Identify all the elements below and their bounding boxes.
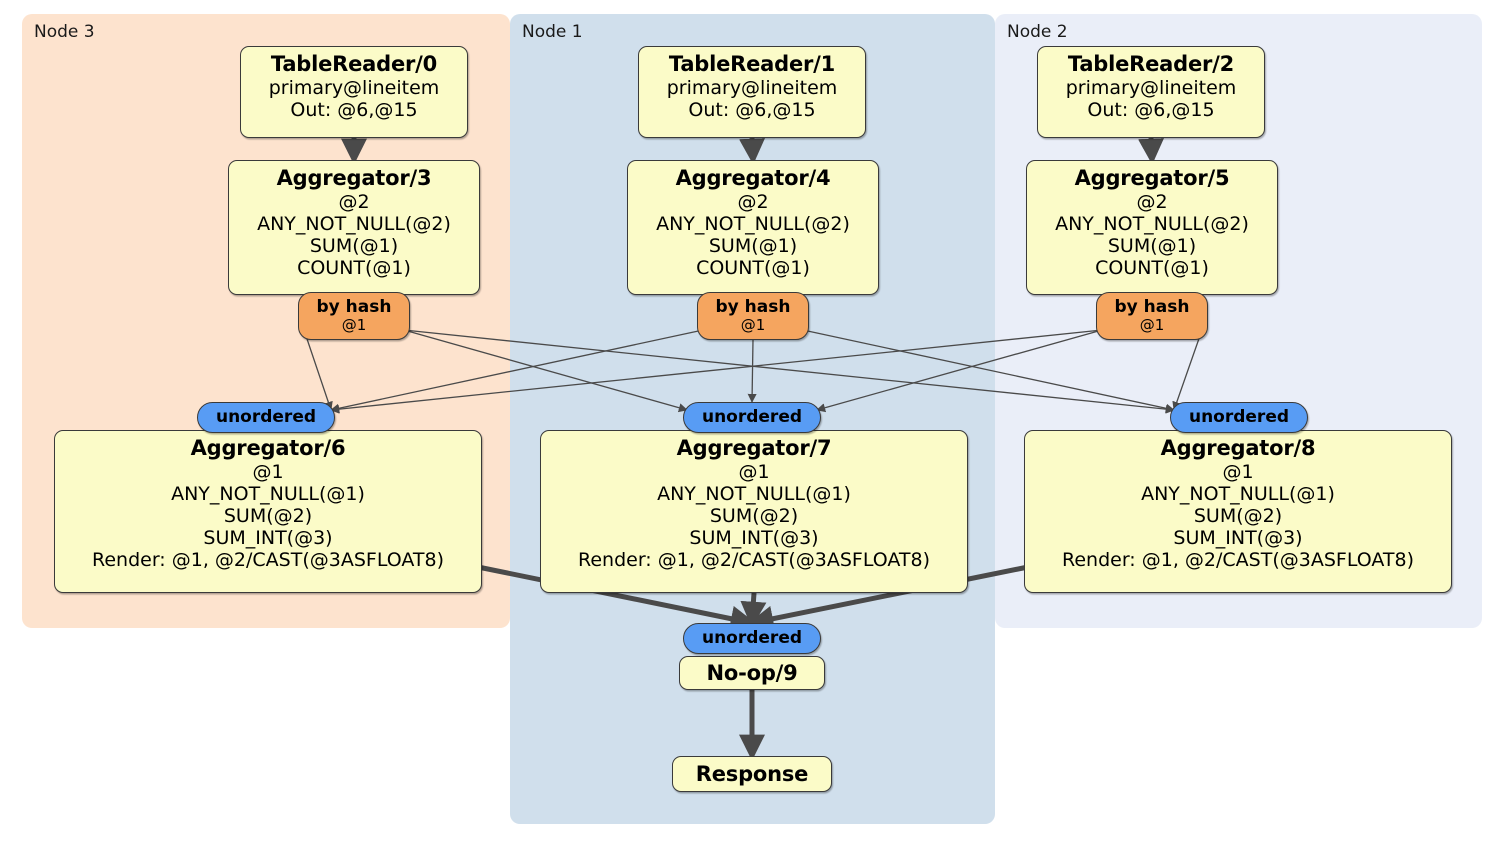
processor-title: TableReader/2	[1067, 52, 1235, 76]
processor-noop9[interactable]: No-op/9	[679, 656, 825, 690]
hash-router-hash4[interactable]: by hash@1	[697, 292, 809, 340]
processor-detail-line: ANY_NOT_NULL(@1)	[1141, 482, 1335, 505]
router-subtitle: @1	[1139, 316, 1165, 335]
processor-detail-line: ANY_NOT_NULL(@1)	[657, 482, 851, 505]
processor-title: TableReader/0	[270, 52, 438, 76]
processor-detail-line: SUM(@1)	[309, 235, 399, 257]
router-title: unordered	[701, 627, 803, 648]
processor-detail-line: Render: @1, @2/CAST(@3ASFLOAT8)	[578, 549, 930, 572]
router-title: by hash	[316, 297, 392, 318]
unordered-synchronizer-sync7[interactable]: unordered	[683, 402, 821, 433]
processor-response[interactable]: Response	[672, 756, 832, 792]
router-subtitle: @1	[740, 316, 766, 335]
hash-router-hash5[interactable]: by hash@1	[1096, 292, 1208, 340]
processor-title: Aggregator/8	[1160, 436, 1316, 460]
processor-title: Aggregator/7	[676, 436, 832, 460]
processor-detail-line: Out: @6,@15	[688, 98, 816, 121]
router-title: by hash	[715, 297, 791, 318]
processor-detail-line: @1	[252, 460, 284, 483]
processor-title: Aggregator/4	[675, 166, 831, 190]
processor-detail-line: Out: @6,@15	[290, 98, 418, 121]
processor-detail-line: COUNT(@1)	[297, 257, 411, 280]
processor-detail-line: SUM_INT(@3)	[689, 527, 819, 550]
processor-title: No-op/9	[706, 660, 798, 685]
node-region-label-node2: Node 2	[1007, 22, 1068, 42]
processor-detail-line: SUM(@2)	[223, 505, 313, 527]
processor-title: Response	[695, 761, 809, 786]
processor-title: TableReader/1	[668, 52, 836, 76]
router-subtitle: @1	[341, 316, 367, 335]
processor-detail-line: ANY_NOT_NULL(@2)	[1055, 212, 1249, 235]
processor-detail-line: ANY_NOT_NULL(@2)	[656, 212, 850, 235]
processor-detail-line: @2	[338, 190, 370, 213]
processor-detail-line: @1	[1222, 460, 1254, 483]
unordered-synchronizer-sync9[interactable]: unordered	[683, 623, 821, 654]
processor-title: Aggregator/6	[190, 436, 346, 460]
processor-detail-line: ANY_NOT_NULL(@2)	[257, 212, 451, 235]
processor-detail-line: ANY_NOT_NULL(@1)	[171, 482, 365, 505]
node-region-label-node3: Node 3	[34, 22, 95, 42]
processor-detail-line: SUM(@1)	[708, 235, 798, 257]
processor-detail-line: Render: @1, @2/CAST(@3ASFLOAT8)	[1062, 549, 1414, 572]
node-region-label-node1: Node 1	[522, 22, 583, 42]
router-title: by hash	[1114, 297, 1190, 318]
processor-detail-line: COUNT(@1)	[696, 257, 810, 280]
processor-detail-line: Out: @6,@15	[1087, 98, 1215, 121]
router-title: unordered	[1188, 406, 1290, 427]
router-title: unordered	[701, 406, 803, 427]
hash-router-hash3[interactable]: by hash@1	[298, 292, 410, 340]
processor-detail-line: SUM(@1)	[1107, 235, 1197, 257]
processor-detail-line: Render: @1, @2/CAST(@3ASFLOAT8)	[92, 549, 444, 572]
processor-detail-line: SUM(@2)	[1193, 505, 1283, 527]
unordered-synchronizer-sync6[interactable]: unordered	[197, 402, 335, 433]
processor-title: Aggregator/5	[1074, 166, 1230, 190]
processor-detail-line: primary@lineitem	[1065, 76, 1237, 99]
processor-detail-line: primary@lineitem	[666, 76, 838, 99]
processor-detail-line: primary@lineitem	[268, 76, 440, 99]
processor-detail-line: @2	[1136, 190, 1168, 213]
processor-detail-line: @1	[738, 460, 770, 483]
processor-title: Aggregator/3	[276, 166, 432, 190]
processor-detail-line: SUM_INT(@3)	[203, 527, 333, 550]
processor-detail-line: SUM(@2)	[709, 505, 799, 527]
processor-detail-line: COUNT(@1)	[1095, 257, 1209, 280]
unordered-synchronizer-sync8[interactable]: unordered	[1170, 402, 1308, 433]
processor-detail-line: @2	[737, 190, 769, 213]
processor-detail-line: SUM_INT(@3)	[1173, 527, 1303, 550]
router-title: unordered	[215, 406, 317, 427]
